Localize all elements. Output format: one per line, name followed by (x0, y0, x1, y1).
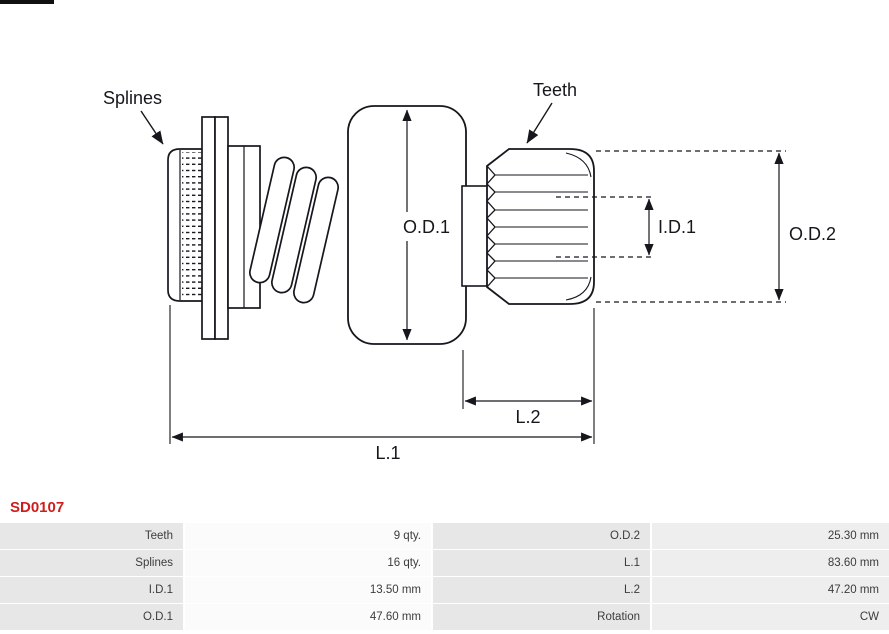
gear-tooth-lines (495, 152, 592, 301)
od1-dimension: O.D.1 (402, 109, 450, 341)
spec-value-cell: 25.30 mm (652, 523, 889, 549)
l1-dimension: L.1 (169, 305, 593, 463)
splines-callout: Splines (103, 88, 164, 145)
spring (249, 156, 339, 304)
spec-label-cell: Rotation (433, 604, 650, 630)
spec-table: Teeth 9 qty. O.D.2 25.30 mm Splines 16 q… (0, 523, 889, 630)
pinion-shaft (461, 185, 490, 287)
spec-value-cell: 83.60 mm (652, 550, 889, 576)
id1-label: I.D.1 (658, 217, 696, 237)
spec-label-cell: Splines (0, 550, 183, 576)
l2-label: L.2 (515, 407, 540, 427)
cropped-logo-artifact (0, 0, 54, 4)
spec-label-cell: Teeth (0, 523, 183, 549)
spec-label-cell: O.D.1 (0, 604, 183, 630)
spec-label-cell: L.1 (433, 550, 650, 576)
part-code: SD0107 (10, 499, 65, 516)
spec-value-cell: 16 qty. (185, 550, 431, 576)
spec-value-cell: 47.20 mm (652, 577, 889, 603)
splines-label: Splines (103, 88, 162, 108)
teeth-callout: Teeth (526, 80, 577, 144)
od2-dimension: O.D.2 (596, 150, 836, 303)
spec-label-cell: O.D.2 (433, 523, 650, 549)
spec-value-cell: CW (652, 604, 889, 630)
spec-label-cell: I.D.1 (0, 577, 183, 603)
od1-label: O.D.1 (403, 217, 450, 237)
stop-collar-discs (201, 116, 261, 340)
id1-dimension: I.D.1 (556, 196, 696, 258)
l1-label: L.1 (375, 443, 400, 463)
spec-label-cell: L.2 (433, 577, 650, 603)
pinion-gear (486, 148, 595, 305)
l2-dimension: L.2 (462, 308, 595, 444)
od2-label: O.D.2 (789, 224, 836, 244)
teeth-label: Teeth (533, 80, 577, 100)
spec-value-cell: 47.60 mm (185, 604, 431, 630)
spec-value-cell: 9 qty. (185, 523, 431, 549)
spec-value-cell: 13.50 mm (185, 577, 431, 603)
spline-shaft (167, 148, 206, 302)
technical-diagram: Splines Teeth O.D.1 I.D.1 O.D.2 (103, 80, 836, 463)
